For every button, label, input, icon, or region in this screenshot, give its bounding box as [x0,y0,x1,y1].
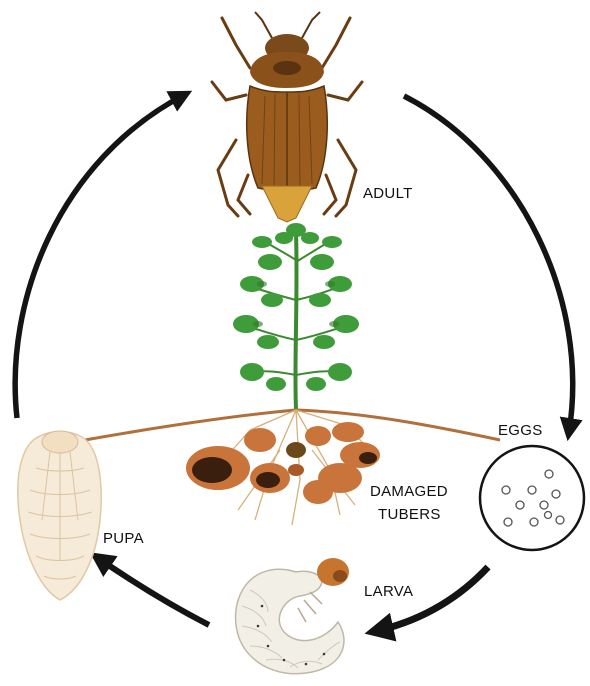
eggs-circle-icon [480,446,584,550]
label-larva: LARVA [364,582,413,601]
label-adult: ADULT [363,184,413,203]
pupa-icon [18,431,101,600]
label-damaged: DAMAGED [370,482,448,501]
damaged-tubers [186,422,380,504]
label-tubers: TUBERS [378,505,441,524]
label-eggs: EGGS [498,421,543,440]
beetle-adult-icon [212,12,362,222]
soil-line [85,410,500,440]
arrow-adult-to-eggs [404,96,573,432]
c-shaped-grub-icon [236,558,349,674]
label-pupa: PUPA [103,529,144,548]
arrow-pupa-to-adult [15,95,184,418]
arrow-larva-to-pupa [98,558,209,625]
potato-plant-icon [233,223,359,410]
